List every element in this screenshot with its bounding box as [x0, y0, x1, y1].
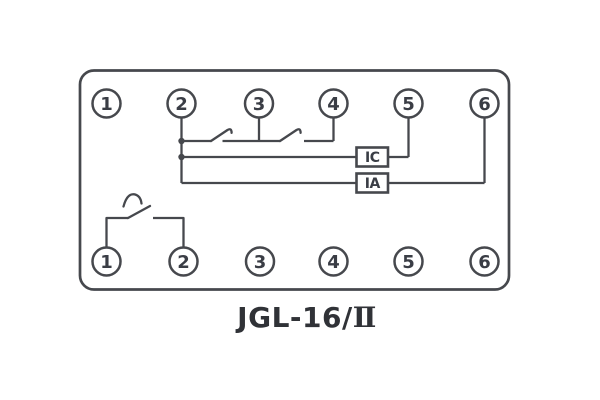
- terminal-bottom-2: 2: [168, 246, 199, 277]
- terminal-top-6: 6: [469, 88, 500, 119]
- terminal-number: 5: [402, 94, 415, 115]
- terminal-bottom-6: 6: [469, 246, 500, 277]
- coil-box-outline: [355, 146, 390, 168]
- terminal-number: 6: [478, 252, 491, 273]
- terminal-number: 6: [478, 94, 491, 115]
- terminal-number: 3: [254, 252, 267, 273]
- wire-bottom-switch-left: [105, 216, 128, 248]
- terminal-number: 1: [100, 94, 113, 115]
- terminal-top-1: 1: [91, 88, 122, 119]
- junction-dot: [178, 137, 185, 145]
- terminal-circle: [91, 246, 122, 277]
- coil-label-ic: IC: [365, 150, 380, 166]
- relay-case-outline: [78, 69, 511, 291]
- terminal-circle: [469, 88, 500, 119]
- terminal-row-bottom: 1 2 3 4 5 6: [91, 246, 500, 277]
- terminal-number: 1: [100, 252, 113, 273]
- terminal-top-5: 5: [393, 88, 424, 119]
- model-number-label: JGL-16/: [237, 301, 353, 334]
- terminal-circle: [91, 88, 122, 119]
- terminal-circle: [244, 246, 276, 277]
- terminal-top-4: 4: [318, 88, 349, 119]
- terminal-number: 2: [175, 94, 188, 115]
- terminal-circle: [469, 246, 500, 277]
- terminal-number: 3: [253, 94, 266, 115]
- terminal-number: 2: [177, 252, 190, 273]
- terminal-circle: [318, 88, 349, 119]
- model-designation: JGL-16/Ⅱ: [237, 301, 377, 334]
- contact-blade-2: [278, 128, 302, 143]
- terminal-circle: [166, 88, 197, 119]
- contact-blade-1: [209, 128, 233, 143]
- terminal-circle: [393, 88, 424, 119]
- terminal-circle: [243, 88, 275, 119]
- terminal-circle: [318, 246, 349, 277]
- terminal-circle: [393, 246, 424, 277]
- coil-box-ic: IC: [355, 146, 390, 168]
- coil-label-ia: IA: [365, 176, 381, 192]
- bottom-contact-arc: [122, 193, 143, 208]
- terminal-bottom-1: 1: [91, 246, 122, 277]
- junction-dot: [178, 153, 185, 161]
- terminal-bottom-4: 4: [318, 246, 349, 277]
- coil-box-outline: [355, 172, 390, 194]
- terminal-top-3: 3: [243, 88, 275, 119]
- terminal-row-top: 1 2 3 4 5 6: [91, 88, 500, 119]
- bottom-contact-blade: [126, 204, 152, 220]
- terminal-bottom-3: 3: [244, 246, 276, 277]
- wiring: [105, 117, 486, 248]
- terminal-number: 4: [327, 94, 340, 115]
- coil-box-ia: IA: [355, 172, 390, 194]
- terminal-bottom-5: 5: [393, 246, 424, 277]
- terminal-number: 5: [402, 252, 415, 273]
- terminal-top-2: 2: [166, 88, 197, 119]
- terminal-number: 4: [327, 252, 340, 273]
- wire-bottom-switch-right: [153, 216, 185, 248]
- variant-roman-numeral: Ⅱ: [352, 301, 377, 334]
- terminal-circle: [168, 246, 199, 277]
